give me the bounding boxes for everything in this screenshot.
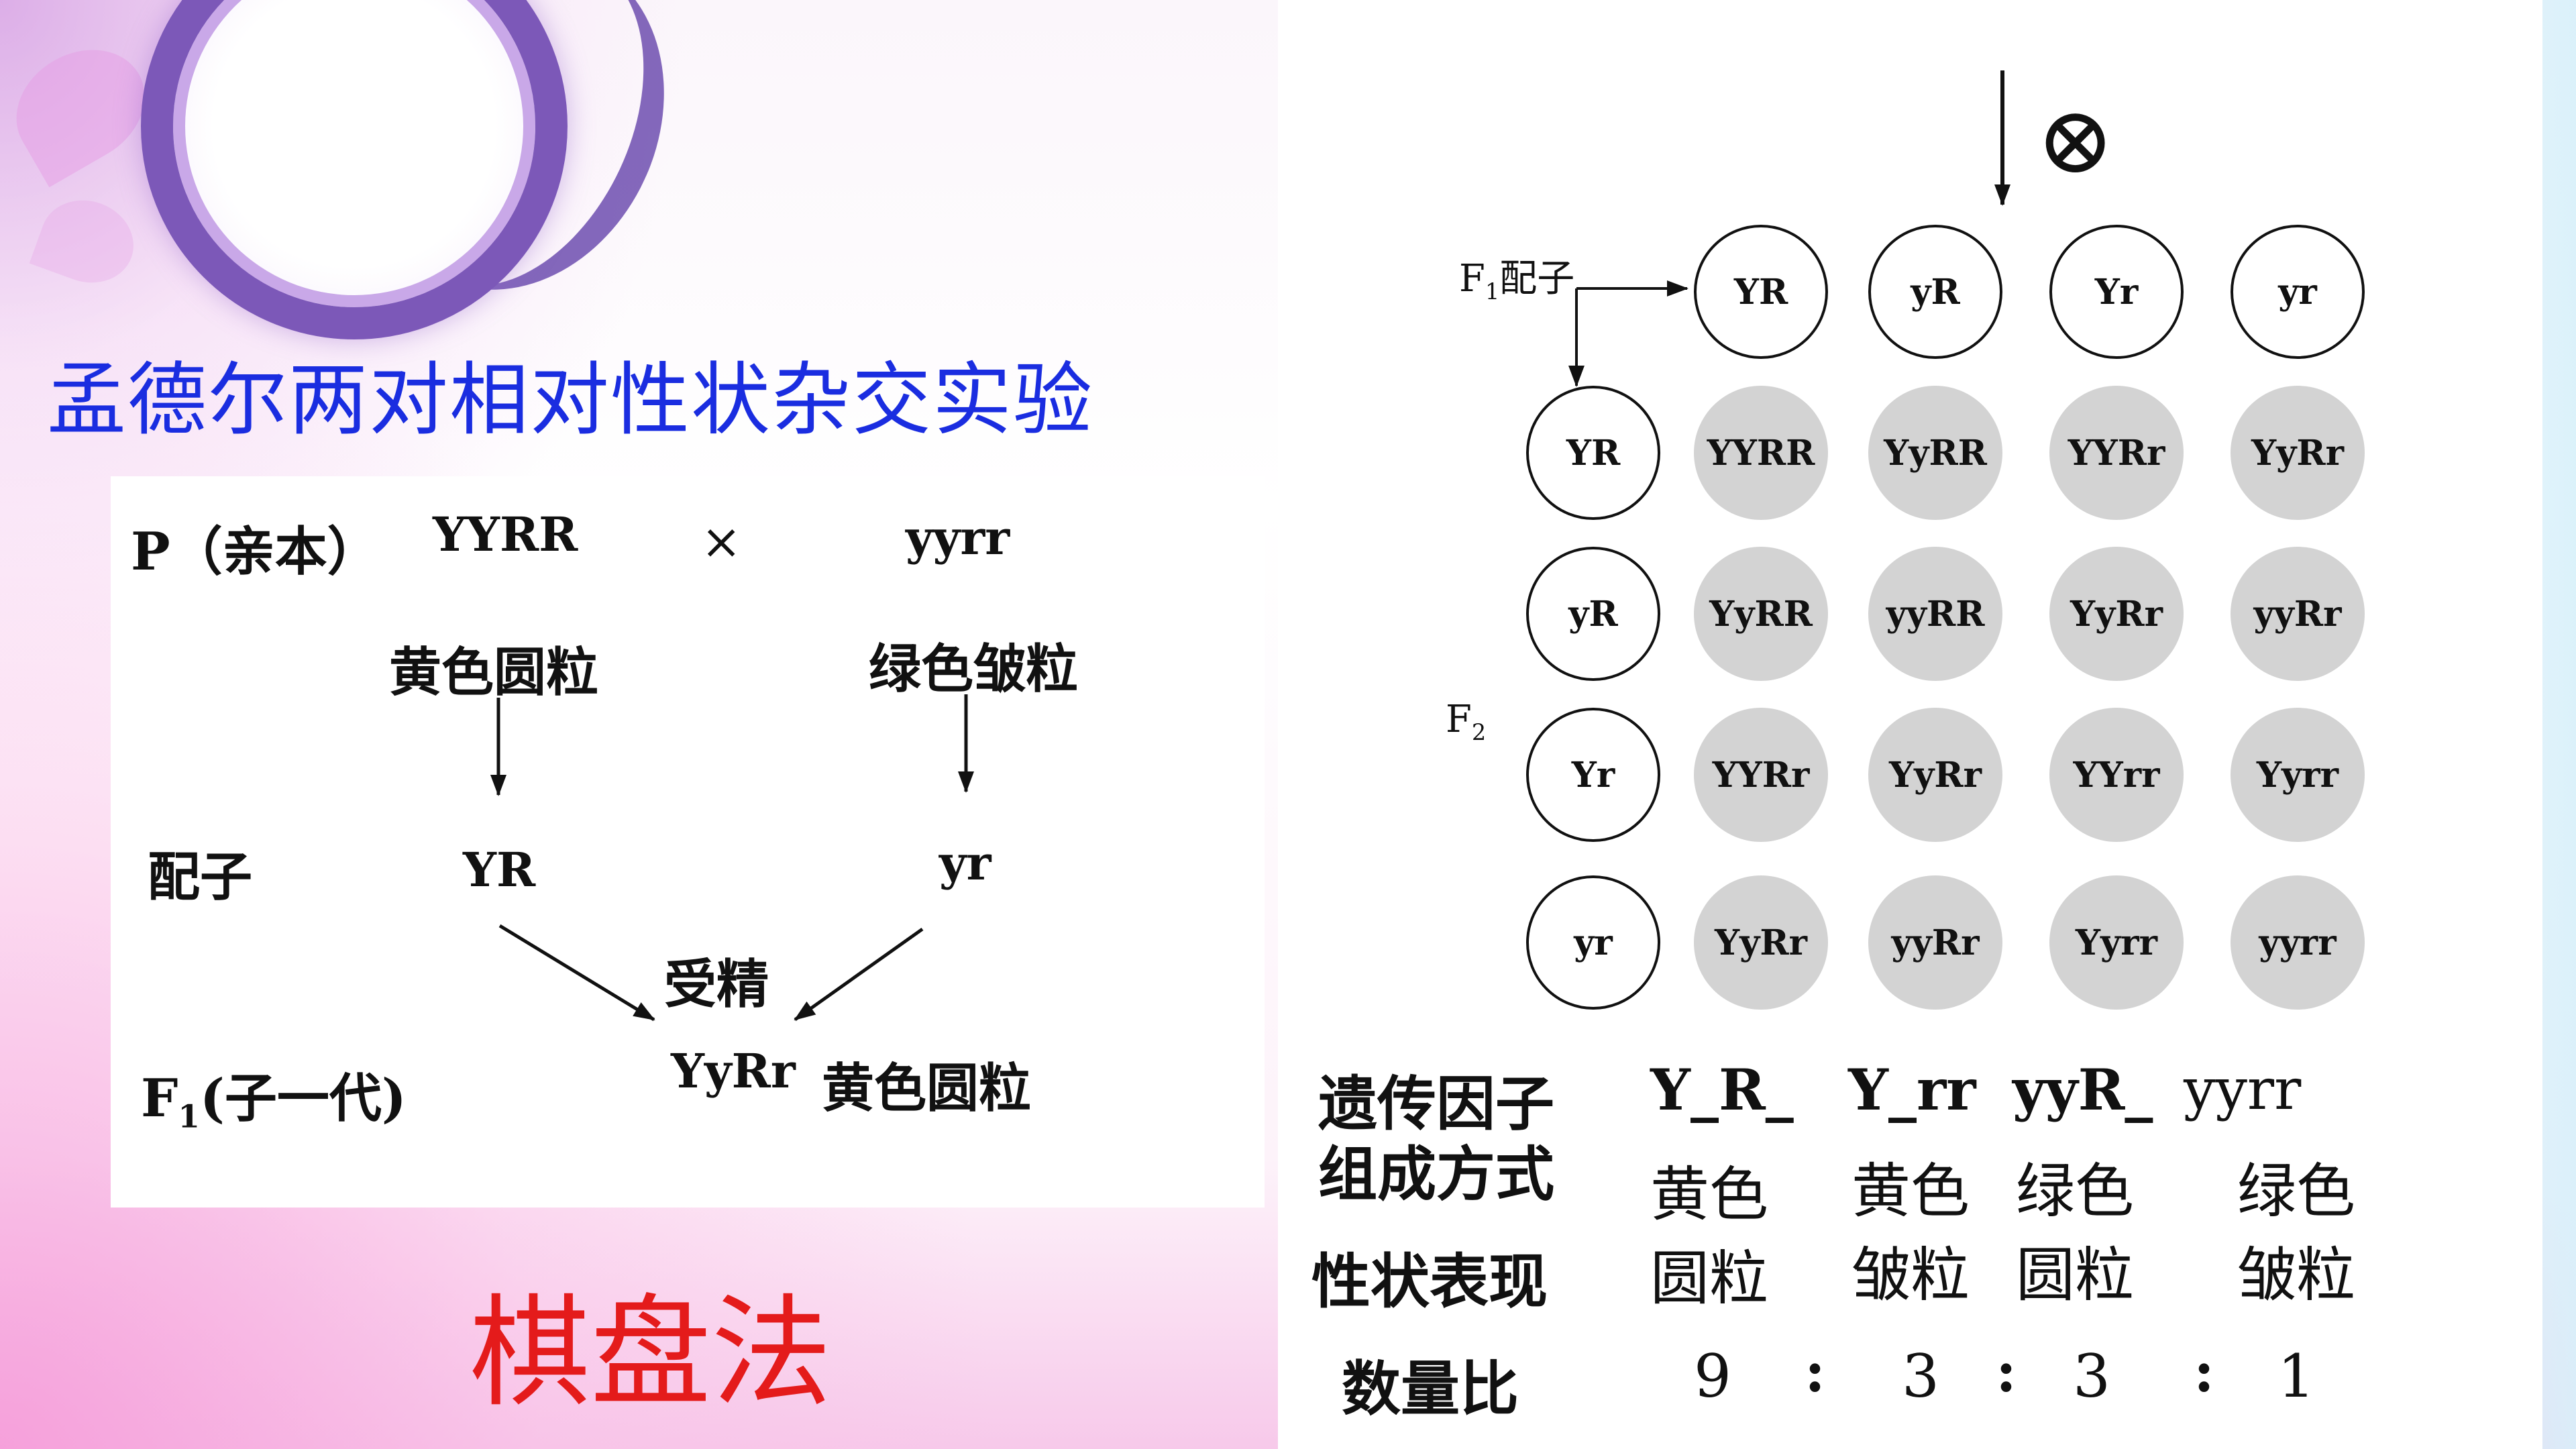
column-gamete: Yr bbox=[2049, 225, 2184, 359]
f1-label: F1(子一代) bbox=[141, 1057, 407, 1136]
ratio-value: 1 bbox=[2277, 1342, 2315, 1411]
column-gamete: YR bbox=[1694, 225, 1828, 359]
phenotype-shape: 圆粒 bbox=[2016, 1240, 2135, 1309]
phenotype-shape: 皱粒 bbox=[1851, 1240, 1970, 1309]
phenotype-shape: 皱粒 bbox=[2237, 1240, 2356, 1309]
genotype-class: yyR_ bbox=[2012, 1057, 2153, 1123]
column-gamete: yr bbox=[2231, 225, 2365, 359]
factor-label-line1: 遗传因子 bbox=[1318, 1069, 1555, 1138]
offspring-cell: Yyrr bbox=[2049, 875, 2184, 1010]
parent-label: P（亲本） bbox=[131, 521, 380, 582]
slide-title: 孟德尔两对相对性状杂交实验 bbox=[47, 354, 1094, 446]
offspring-cell: yyRr bbox=[1868, 875, 2002, 1010]
genotype-class: Y_R_ bbox=[1650, 1057, 1794, 1123]
offspring-cell: YYRr bbox=[1694, 708, 1828, 842]
f1-gametes-letter: F bbox=[1459, 257, 1485, 301]
offspring-cell: YYRr bbox=[2049, 386, 2184, 520]
f1-subscript: 1 bbox=[178, 1098, 200, 1136]
phenotype-color: 黄色 bbox=[1851, 1157, 1970, 1226]
offspring-cell: yyrr bbox=[2231, 875, 2365, 1010]
column-gamete: yR bbox=[1868, 225, 2002, 359]
offspring-cell: yyRr bbox=[2231, 547, 2365, 681]
method-label: 棋盘法 bbox=[470, 1283, 833, 1424]
parent1-phenotype: 黄色圆粒 bbox=[389, 642, 599, 703]
ratio-value: 3 bbox=[1902, 1342, 1939, 1411]
f1-gametes-label: F1配子 bbox=[1459, 248, 1574, 305]
genotype-class: yyrr bbox=[2184, 1057, 2302, 1122]
gamete-yr-dominant: YR bbox=[463, 842, 536, 898]
arrow-gamete1-to-zygote bbox=[498, 924, 655, 1022]
ratio-label: 数量比 bbox=[1342, 1354, 1519, 1424]
offspring-cell: YyRR bbox=[1694, 547, 1828, 681]
selfing-symbol: ⊗ bbox=[2036, 86, 2115, 195]
phenotype-color: 绿色 bbox=[2237, 1157, 2356, 1226]
offspring-cell: YyRr bbox=[2049, 547, 2184, 681]
offspring-cell: Yyrr bbox=[2231, 708, 2365, 842]
gamete-label: 配子 bbox=[148, 847, 253, 908]
phenotype-shape: 圆粒 bbox=[1650, 1244, 1769, 1313]
ratio-value: 3 bbox=[2073, 1342, 2110, 1411]
cross-diagram-panel bbox=[111, 476, 1265, 1208]
f1-letter: F bbox=[141, 1068, 178, 1129]
offspring-cell: YyRr bbox=[1868, 708, 2002, 842]
offspring-cell: yyRR bbox=[1868, 547, 2002, 681]
offspring-cell: YyRr bbox=[2231, 386, 2365, 520]
phenotype-color: 绿色 bbox=[2016, 1157, 2135, 1226]
offspring-cell: YYrr bbox=[2049, 708, 2184, 842]
parent1-genotype: YYRR bbox=[433, 506, 578, 562]
ratio-separator: : bbox=[2194, 1338, 2215, 1405]
row-gamete: yr bbox=[1526, 875, 1660, 1010]
f2-subscript: 2 bbox=[1471, 719, 1487, 746]
parent2-phenotype: 绿色皱粒 bbox=[869, 639, 1079, 700]
ratio-separator: : bbox=[1805, 1338, 1826, 1405]
offspring-cell: YyRR bbox=[1868, 386, 2002, 520]
row-gamete: YR bbox=[1526, 386, 1660, 520]
phenotype-color: 黄色 bbox=[1650, 1160, 1769, 1229]
cross-symbol: × bbox=[701, 513, 742, 570]
f2-label: F2 bbox=[1446, 698, 1486, 745]
ratio-value: 9 bbox=[1694, 1342, 1731, 1411]
factor-label-line2: 组成方式 bbox=[1318, 1139, 1555, 1209]
f1-suffix: (子一代) bbox=[199, 1068, 407, 1129]
row-gamete: Yr bbox=[1526, 708, 1660, 842]
fertilization-label: 受精 bbox=[664, 954, 769, 1015]
genotype-class: Y_rr bbox=[1848, 1057, 1976, 1123]
row-gamete: yR bbox=[1526, 547, 1660, 681]
parent2-genotype: yyrr bbox=[906, 510, 1010, 566]
gamete-yr-recessive: yr bbox=[939, 835, 991, 891]
f1-genotype: YyRr bbox=[671, 1043, 796, 1099]
offspring-cell: YyRr bbox=[1694, 875, 1828, 1010]
arrow-gamete2-to-zygote bbox=[794, 927, 924, 1022]
f1-gametes-subscript: 1 bbox=[1485, 278, 1500, 305]
ratio-separator: : bbox=[1996, 1338, 2017, 1405]
f2-letter: F bbox=[1446, 698, 1472, 741]
offspring-cell: YYRR bbox=[1694, 386, 1828, 520]
trait-label: 性状表现 bbox=[1311, 1246, 1548, 1316]
f1-gametes-suffix: 配子 bbox=[1499, 257, 1575, 301]
f1-phenotype: 黄色圆粒 bbox=[822, 1058, 1032, 1119]
